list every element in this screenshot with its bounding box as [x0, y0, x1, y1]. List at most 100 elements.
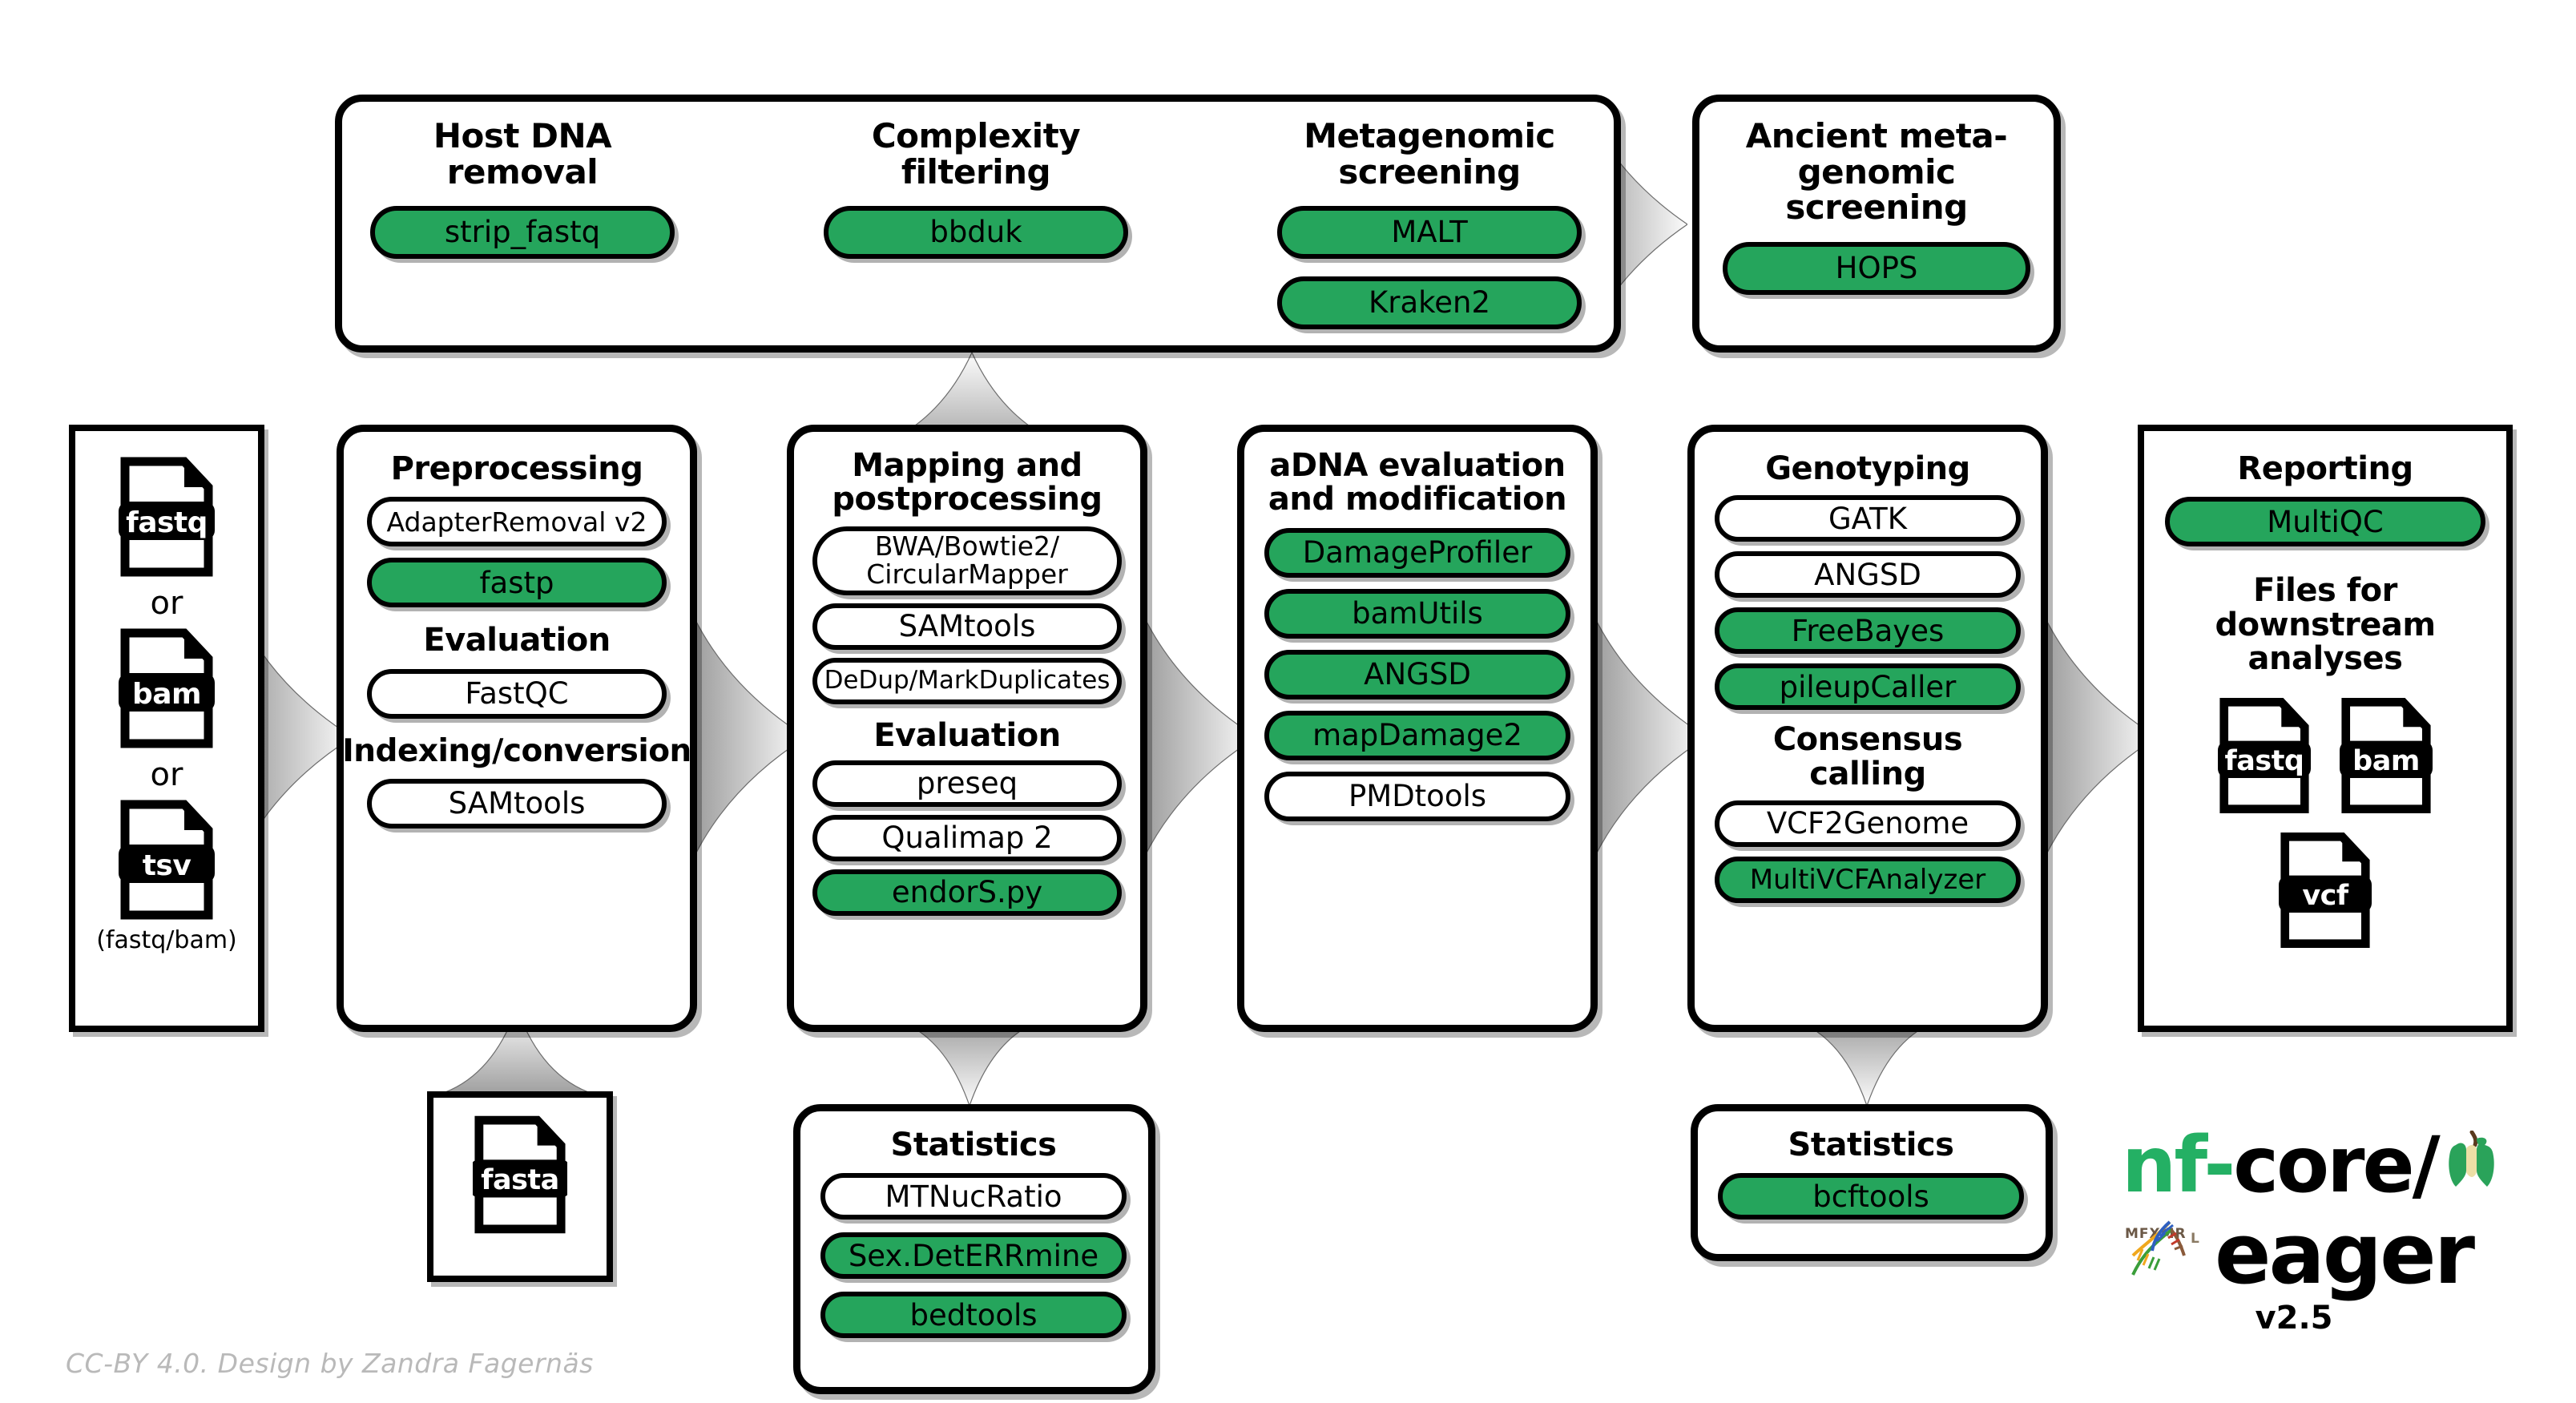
tool-endors-py[interactable]: endorS.py: [812, 869, 1122, 917]
preprocessing-column: Preprocessing AdapterRemoval v2 fastp Ev…: [342, 450, 691, 829]
dna-helix-icon: MFXMR L: [2122, 1205, 2211, 1303]
apple-core-icon: [2445, 1120, 2496, 1210]
svg-text:L: L: [2191, 1231, 2199, 1247]
logo-version: v2.5: [2255, 1300, 2333, 1336]
downstream-files-heading: Files for downstream analyses: [2215, 572, 2437, 678]
tool-mapdamage2[interactable]: mapDamage2: [1264, 710, 1570, 760]
logo-line-2: MFXMR L eager: [2122, 1205, 2498, 1303]
file-icon-label: tsv: [142, 849, 191, 882]
title-line-2: postprocessing: [832, 481, 1103, 518]
ancient-screening-title: Ancient meta- genomic screening: [1723, 116, 2030, 228]
reporting-title: Reporting: [2237, 450, 2413, 487]
consensus-calling-heading: Consensus calling: [1772, 721, 1963, 792]
tool-bbduk[interactable]: bbduk: [824, 206, 1128, 260]
title-line-2: screening: [1338, 151, 1521, 192]
title-line-2: genomic screening: [1785, 151, 1968, 228]
file-icon-label: fastq: [126, 506, 208, 539]
title-line-1: Ancient meta-: [1745, 116, 2008, 155]
preprocessing-title: Preprocessing: [390, 450, 643, 487]
file-icon-bam-output: bam: [2340, 697, 2433, 814]
tool-strip-fastq[interactable]: strip_fastq: [370, 206, 675, 260]
tool-adapterremoval-v2[interactable]: AdapterRemoval v2: [367, 497, 667, 547]
file-icon-label: fastq: [2224, 744, 2304, 777]
tool-angsd-adna[interactable]: ANGSD: [1264, 649, 1570, 699]
tool-bedtools[interactable]: bedtools: [820, 1292, 1127, 1339]
tool-freebayes[interactable]: FreeBayes: [1715, 607, 2021, 655]
file-icon-fastq: fastq: [119, 457, 215, 577]
screening-column-complexity-filtering: Complexity filtering bbduk: [824, 116, 1128, 260]
title-line-1: aDNA evaluation: [1269, 447, 1566, 484]
tool-hops[interactable]: HOPS: [1723, 241, 2030, 295]
tool-samtools-mapping[interactable]: SAMtools: [812, 603, 1122, 650]
tool-bamutils[interactable]: bamUtils: [1264, 588, 1570, 639]
mapping-column: Mapping and postprocessing BWA/Bowtie2/ …: [812, 447, 1122, 917]
statistics-genotyping-column: Statistics bcftools: [1718, 1128, 2024, 1220]
mapping-title: Mapping and postprocessing: [832, 447, 1103, 518]
tool-vcf2genome[interactable]: VCF2Genome: [1715, 800, 2021, 848]
tool-sex-deterrmine[interactable]: Sex.DetERRmine: [820, 1232, 1127, 1280]
file-icon-label: bam: [131, 678, 202, 711]
ancient-screening-panel: [1692, 95, 2061, 353]
statistics-genotyping-title: Statistics: [1788, 1127, 1954, 1163]
screening-complexity-title: Complexity filtering: [871, 116, 1081, 192]
input-or-label-2: or: [150, 756, 183, 793]
file-icon-bam: bam: [119, 628, 215, 748]
tool-malt[interactable]: MALT: [1277, 206, 1582, 260]
tool-multivcfanalyzer[interactable]: MultiVCFAnalyzer: [1715, 857, 2021, 904]
title-line-2: removal: [446, 151, 599, 192]
preprocessing-indexing-heading: Indexing/conversion: [342, 732, 691, 769]
screening-metagenomic-title: Metagenomic screening: [1304, 116, 1555, 192]
tool-gatk[interactable]: GATK: [1715, 495, 2021, 542]
reporting-column: Reporting MultiQC Files for downstream a…: [2165, 452, 2485, 952]
statistics-mapping-column: Statistics MTNucRatio Sex.DetERRmine bed…: [820, 1127, 1127, 1339]
statistics-mapping-title: Statistics: [890, 1127, 1057, 1163]
title-line-2: and modification: [1268, 481, 1567, 518]
title-line-1: Metagenomic: [1304, 116, 1555, 155]
file-icon-label: fasta: [481, 1164, 559, 1196]
nf-core-eager-logo: nf-core/ MFXMR L: [2122, 1120, 2498, 1336]
logo-core-text: core/: [2233, 1120, 2440, 1210]
tool-samtools-preprocessing[interactable]: SAMtools: [367, 779, 667, 829]
logo-nf-text: nf-: [2122, 1120, 2235, 1210]
file-icon-label: bam: [2352, 744, 2420, 777]
screening-host-dna-title: Host DNA removal: [433, 116, 612, 192]
adna-column: aDNA evaluation and modification DamageP…: [1264, 449, 1570, 821]
output-files-row-2: vcf: [2279, 832, 2372, 952]
title-line-1: Mapping and: [852, 447, 1082, 484]
title-line-1: Host DNA: [433, 116, 612, 155]
logo-eager-text: eager: [2215, 1205, 2475, 1303]
tool-pileupcaller[interactable]: pileupCaller: [1715, 663, 2021, 711]
ancient-screening-column: Ancient meta- genomic screening HOPS: [1723, 116, 2030, 295]
logo-line-1: nf-core/: [2122, 1120, 2498, 1210]
preprocessing-evaluation-heading: Evaluation: [423, 622, 611, 659]
credit-text: CC-BY 4.0. Design by Zandra Fagernäs: [66, 1348, 594, 1379]
adna-title: aDNA evaluation and modification: [1268, 447, 1567, 518]
file-icon-tsv: tsv: [119, 800, 215, 920]
tool-fastp[interactable]: fastp: [367, 558, 667, 608]
input-files-caption: (fastq/bam): [96, 926, 237, 954]
input-or-label-1: or: [150, 585, 183, 622]
tool-angsd-genotyping[interactable]: ANGSD: [1715, 551, 2021, 599]
genotyping-column: Genotyping GATK ANGSD FreeBayes pileupCa…: [1715, 450, 2021, 904]
tool-preseq[interactable]: preseq: [812, 760, 1122, 808]
tool-fastqc[interactable]: FastQC: [367, 668, 667, 719]
tool-bwa-bowtie2-circularmapper[interactable]: BWA/Bowtie2/ CircularMapper: [812, 526, 1122, 595]
tool-bcftools[interactable]: bcftools: [1718, 1173, 2024, 1220]
genotyping-title: Genotyping: [1765, 450, 1970, 487]
tool-pmdtools[interactable]: PMDtools: [1264, 771, 1570, 821]
tool-qualimap-2[interactable]: Qualimap 2: [812, 815, 1122, 862]
tool-kraken2[interactable]: Kraken2: [1277, 276, 1582, 330]
screening-column-host-dna-removal: Host DNA removal strip_fastq: [370, 116, 675, 260]
tool-dedup-markduplicates[interactable]: DeDup/MarkDuplicates: [812, 657, 1122, 704]
tool-multiqc[interactable]: MultiQC: [2165, 497, 2485, 547]
mapping-evaluation-heading: Evaluation: [873, 716, 1061, 754]
title-line-1: Complexity: [871, 116, 1081, 155]
file-icon-fasta: fasta: [473, 1115, 567, 1234]
tool-mtnucratio[interactable]: MTNucRatio: [820, 1173, 1127, 1220]
file-icon-label: vcf: [2302, 879, 2348, 912]
tool-damageprofiler[interactable]: DamageProfiler: [1264, 527, 1570, 578]
input-files-list: fastq or bam or tsv (fastq/bam): [69, 437, 264, 954]
title-line-2: filtering: [901, 151, 1051, 192]
file-icon-vcf-output: vcf: [2279, 832, 2372, 949]
